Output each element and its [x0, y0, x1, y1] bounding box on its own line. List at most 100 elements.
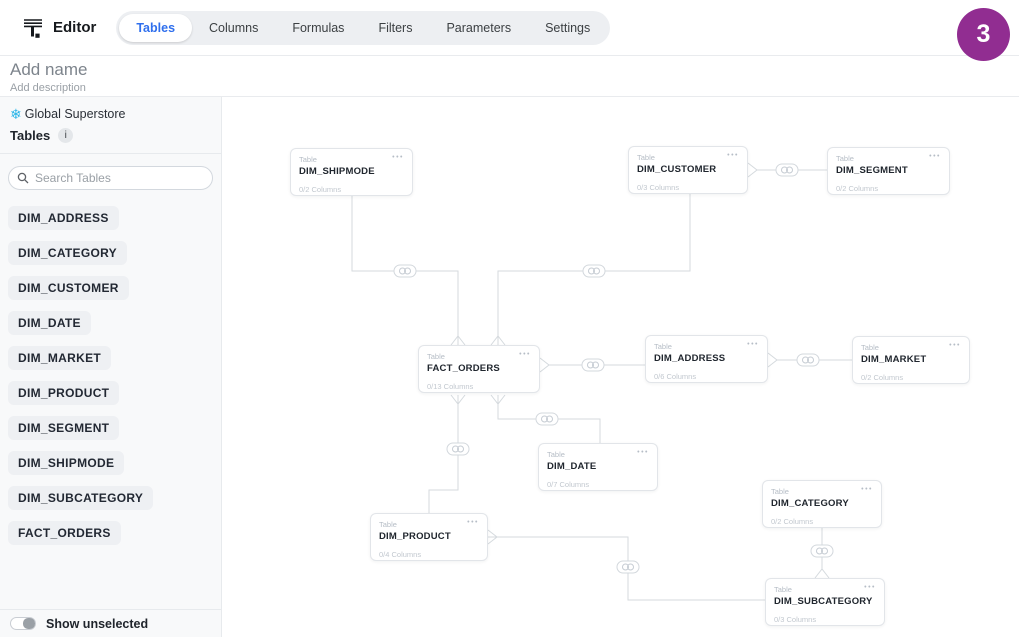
sidebar-table-dim_customer[interactable]: DIM_CUSTOMER: [8, 276, 129, 300]
table-node-dim_date[interactable]: Table ••• DIM_DATE 0/7 Columns: [538, 443, 658, 491]
node-header: Table •••: [637, 152, 739, 162]
node-column-count: 0/2 Columns: [771, 517, 814, 526]
node-menu-button[interactable]: •••: [727, 152, 739, 159]
crowfoot-fact-top-2: [490, 335, 506, 346]
join-badge[interactable]: [810, 544, 834, 558]
tab-formulas[interactable]: Formulas: [275, 14, 361, 42]
crowfoot-subcategory-top: [814, 568, 830, 579]
node-header: Table •••: [771, 486, 873, 496]
join-badge[interactable]: [582, 264, 606, 278]
node-type-label: Table: [427, 352, 445, 361]
node-column-count: 0/3 Columns: [637, 183, 680, 192]
table-node-dim_customer[interactable]: Table ••• DIM_CUSTOMER 0/3 Columns: [628, 146, 748, 194]
node-table-name: DIM_SUBCATEGORY: [774, 596, 873, 607]
step-badge[interactable]: 3: [957, 8, 1010, 61]
crowfoot-fact-right: [539, 357, 550, 373]
node-menu-button[interactable]: •••: [467, 519, 479, 526]
node-header: Table •••: [774, 584, 876, 594]
node-menu-button[interactable]: •••: [392, 154, 404, 161]
tab-filters[interactable]: Filters: [361, 14, 429, 42]
table-chip-list: DIM_ADDRESS DIM_CATEGORY DIM_CUSTOMER DIM_D…: [0, 204, 221, 558]
node-type-label: Table: [774, 585, 792, 594]
join-badge[interactable]: [393, 264, 417, 278]
tab-settings[interactable]: Settings: [528, 14, 607, 42]
node-table-name: DIM_DATE: [547, 461, 597, 472]
app-title: Editor: [53, 19, 97, 36]
tab-columns[interactable]: Columns: [192, 14, 275, 42]
node-header: Table •••: [547, 449, 649, 459]
node-type-label: Table: [836, 154, 854, 163]
model-name-input[interactable]: Add name: [10, 60, 88, 79]
crowfoot-fact-top-1: [450, 335, 466, 346]
node-table-name: DIM_CUSTOMER: [637, 164, 717, 175]
join-badge[interactable]: [616, 560, 640, 574]
node-column-count: 0/13 Columns: [427, 382, 474, 391]
sidebar-table-dim_subcategory[interactable]: DIM_SUBCATEGORY: [8, 486, 154, 510]
data-source-name: Global Superstore: [24, 107, 126, 121]
join-badge[interactable]: [535, 412, 559, 426]
editor-logo-icon: [24, 18, 42, 38]
node-menu-button[interactable]: •••: [519, 351, 531, 358]
node-type-label: Table: [299, 155, 317, 164]
model-description-input[interactable]: Add description: [10, 82, 86, 94]
info-icon[interactable]: i: [58, 128, 74, 143]
sidebar-table-fact_orders[interactable]: FACT_ORDERS: [8, 521, 121, 545]
node-type-label: Table: [379, 520, 397, 529]
sidebar-footer: Show unselected: [0, 609, 221, 637]
data-source-row[interactable]: ❄ Global Superstore: [0, 97, 221, 121]
node-column-count: 0/7 Columns: [547, 480, 590, 489]
sidebar-table-dim_market[interactable]: DIM_MARKET: [8, 346, 111, 370]
sidebar-table-dim_product[interactable]: DIM_PRODUCT: [8, 381, 120, 405]
join-badge[interactable]: [796, 353, 820, 367]
search-tables-box: [8, 166, 213, 190]
search-tables-input[interactable]: [35, 171, 185, 185]
join-badge[interactable]: [581, 358, 605, 372]
tab-parameters[interactable]: Parameters: [429, 14, 528, 42]
crowfoot-address-right: [767, 352, 778, 368]
show-unselected-toggle[interactable]: [10, 617, 36, 630]
node-table-name: DIM_ADDRESS: [654, 353, 726, 364]
node-type-label: Table: [771, 487, 789, 496]
node-type-label: Table: [637, 153, 655, 162]
node-menu-button[interactable]: •••: [864, 584, 876, 591]
table-node-fact_orders[interactable]: Table ••• FACT_ORDERS 0/13 Columns: [418, 345, 540, 393]
model-header: Add name Add description: [0, 56, 1019, 97]
node-header: Table •••: [836, 153, 941, 163]
sidebar-table-dim_segment[interactable]: DIM_SEGMENT: [8, 416, 120, 440]
sidebar-table-dim_address[interactable]: DIM_ADDRESS: [8, 206, 119, 230]
node-header: Table •••: [427, 351, 531, 361]
node-menu-button[interactable]: •••: [861, 486, 873, 493]
toggle-knob: [23, 617, 35, 629]
crowfoot-fact-bottom-2: [490, 394, 506, 405]
node-menu-button[interactable]: •••: [929, 153, 941, 160]
node-column-count: 0/2 Columns: [861, 373, 904, 382]
app-logo[interactable]: Editor: [22, 17, 96, 39]
node-menu-button[interactable]: •••: [747, 341, 759, 348]
sidebar-table-dim_category[interactable]: DIM_CATEGORY: [8, 241, 127, 265]
sidebar-table-dim_date[interactable]: DIM_DATE: [8, 311, 91, 335]
snowflake-icon: ❄: [10, 106, 22, 122]
node-type-label: Table: [547, 450, 565, 459]
node-column-count: 0/2 Columns: [299, 185, 342, 194]
node-menu-button[interactable]: •••: [949, 342, 961, 349]
node-column-count: 0/2 Columns: [836, 184, 879, 193]
join-badge[interactable]: [446, 442, 470, 456]
node-table-name: FACT_ORDERS: [427, 363, 500, 374]
crowfoot-fact-bottom-1: [450, 394, 466, 405]
sidebar-table-dim_shipmode[interactable]: DIM_SHIPMODE: [8, 451, 125, 475]
tab-tables[interactable]: Tables: [119, 13, 193, 42]
join-badge[interactable]: [775, 163, 799, 177]
crowfoot-customer-right: [747, 162, 758, 178]
tables-section-title: Tables: [10, 128, 51, 143]
node-menu-button[interactable]: •••: [637, 449, 649, 456]
